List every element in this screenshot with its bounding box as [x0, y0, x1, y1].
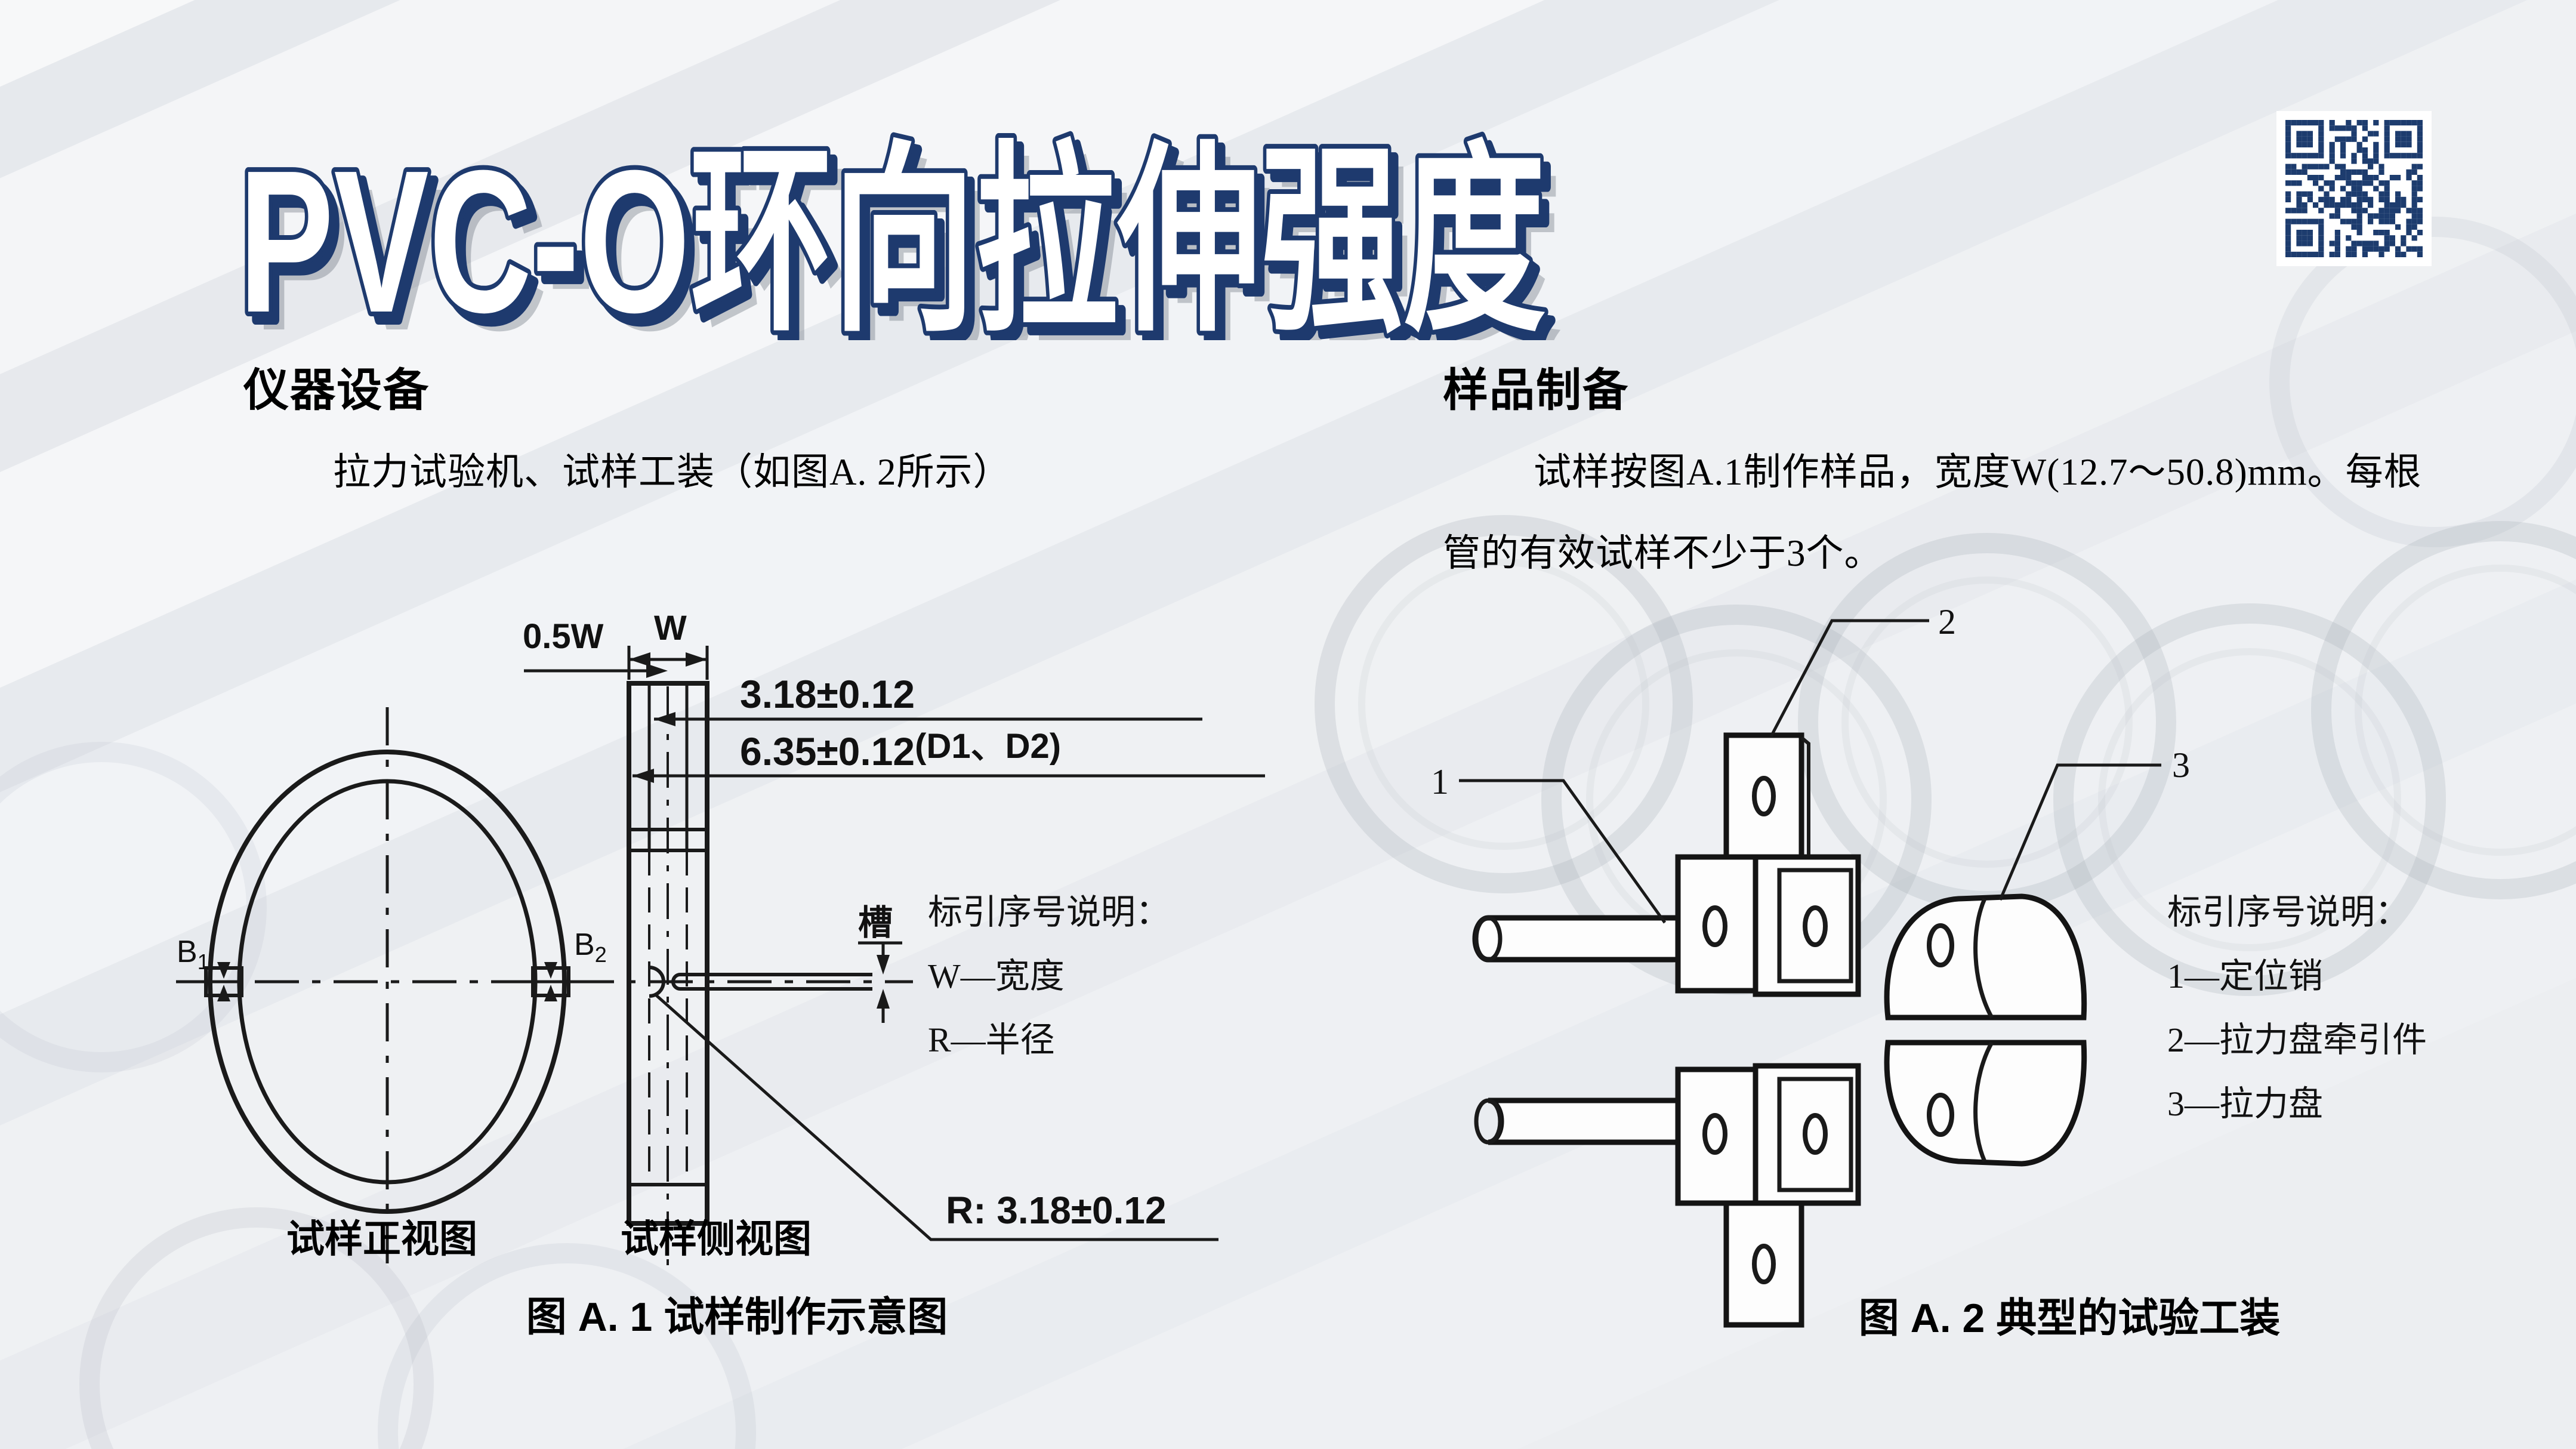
puller-block-bottom	[1723, 1200, 1804, 1328]
half-w-arrow	[646, 664, 668, 678]
puller-block-top	[1723, 732, 1804, 860]
bottom-u-bracket-hole	[1803, 1113, 1828, 1155]
fig-a2-legend-line-1: 1—定位销	[2167, 957, 2323, 995]
dim-318-label: 3.18±0.12	[740, 672, 915, 716]
bottom-pin	[1488, 1097, 1683, 1145]
notch-b2-arrow-top	[544, 962, 557, 979]
callout-3-leader	[1998, 763, 2161, 901]
top-left-block	[1675, 854, 1759, 994]
groove-label: 槽	[858, 904, 893, 942]
figure-a2-fixture-drawing: 1 2 3 标引序号说明： 1—定位销 2—拉力盘牵引件 3—拉力盘 图 A. …	[1431, 602, 2427, 1341]
groove-slot-end	[671, 973, 681, 991]
pull-disc-bottom-divider	[1973, 1041, 1994, 1163]
right-section-body-line2: 管的有效试样不少于3个。	[1443, 532, 1883, 574]
fig-a1-legend-line-r: R—半径	[928, 1021, 1055, 1059]
top-pin-end	[1474, 915, 1503, 962]
callout-2-leader	[1769, 619, 1929, 738]
figure-a1-specimen-drawing: B1 B2 槽 W 0.5W 3.18±0.12 6.35±0.12(D1、D2…	[176, 609, 1265, 1340]
fig-a1-legend-line-w: W—宽度	[928, 957, 1065, 995]
w-arrow-right	[686, 652, 707, 667]
bottom-left-block	[1675, 1066, 1759, 1206]
w-label: W	[654, 609, 687, 648]
top-left-block-hole	[1702, 905, 1727, 947]
left-section-heading: 仪器设备	[243, 365, 430, 416]
callout-1-leader	[1459, 779, 1667, 924]
right-section-body-line1: 试样按图A.1制作样品，宽度W(12.7～50.8)mm。每根	[1534, 451, 2422, 493]
front-view-label: 试样正视图	[286, 1218, 477, 1260]
radius-leader	[655, 994, 1218, 1241]
label-b1: B1	[177, 935, 209, 974]
bottom-pin-end	[1474, 1098, 1503, 1145]
puller-block-bottom-hole	[1752, 1244, 1776, 1284]
page-title-shadow-soft: PVC-O环向拉伸强度	[254, 146, 1561, 340]
top-u-bracket-hole	[1803, 905, 1828, 947]
dim-635-arrow	[633, 769, 654, 783]
figure-a1-caption: 图 A. 1 试样制作示意图	[526, 1294, 948, 1340]
dim-318-arrow	[654, 712, 675, 726]
puller-block-top-hole	[1752, 776, 1776, 816]
callout-1-label: 1	[1431, 762, 1449, 801]
notch-b1-arrow-top	[217, 962, 230, 979]
fig-a2-legend-line-2: 2—拉力盘牵引件	[2167, 1021, 2427, 1059]
dim-635-label: 6.35±0.12(D1、D2)	[740, 727, 1061, 773]
w-arrow-left	[629, 652, 650, 667]
puller-block-top-edge3d	[1800, 736, 1810, 855]
page-title-shadow-navy: PVC-O环向拉伸强度	[246, 137, 1553, 340]
callout-2-label: 2	[1938, 602, 1956, 642]
notch-b1-arrow-bottom	[217, 985, 230, 1001]
top-pin	[1472, 915, 1683, 963]
side-view-label: 试样侧视图	[621, 1218, 812, 1260]
pull-disc-bottom-hole	[1927, 1093, 1954, 1137]
left-section-body: 拉力试验机、试样工装（如图A. 2所示）	[333, 451, 1011, 493]
pipe-end-circles	[0, 217, 2576, 1449]
fig-a2-legend-line-3: 3—拉力盘	[2167, 1084, 2323, 1123]
half-w-label: 0.5W	[523, 617, 604, 656]
radius-notch	[649, 966, 665, 998]
right-section-heading: 样品制备	[1443, 365, 1629, 416]
radius-label: R: 3.18±0.12	[946, 1189, 1167, 1232]
groove-arrow-up	[877, 989, 890, 1009]
qr-code	[2276, 111, 2432, 266]
bottom-u-bracket-inner	[1777, 1077, 1853, 1192]
callout-3-label: 3	[2172, 745, 2190, 785]
figure-a2-caption: 图 A. 2 典型的试验工装	[1859, 1296, 2281, 1341]
top-u-bracket-inner	[1777, 868, 1853, 984]
bottom-left-block-hole	[1702, 1113, 1727, 1155]
notch-b2-arrow-bottom	[544, 985, 557, 1001]
fig-a1-legend-title: 标引序号说明：	[928, 893, 1170, 932]
fig-a2-legend-title: 标引序号说明：	[2167, 893, 2410, 932]
pipe-end-inner-rings	[1358, 559, 2576, 951]
groove-arrow-down	[877, 955, 890, 975]
pull-disc-top-divider	[1973, 898, 1994, 1019]
page-title: PVC-O环向拉伸强度 PVC-O环向拉伸强度 PVC-O环向拉伸强度	[234, 124, 1561, 340]
pull-disc-top-hole	[1927, 923, 1954, 967]
label-b2: B2	[574, 927, 607, 967]
page-title-text: PVC-O环向拉伸强度	[239, 128, 1545, 340]
